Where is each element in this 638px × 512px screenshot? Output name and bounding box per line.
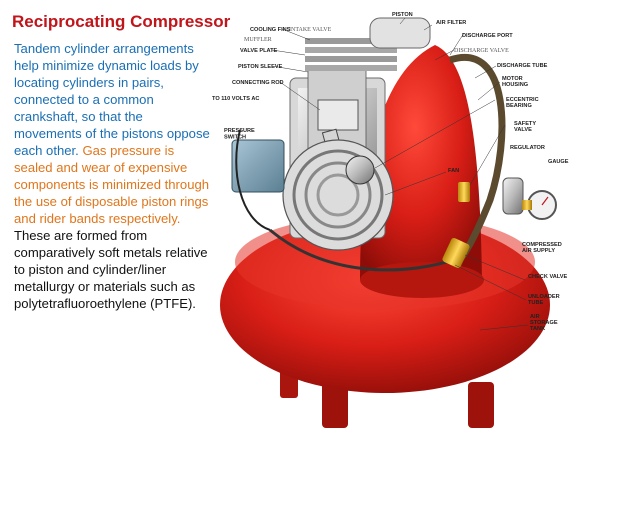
- label-air-storage-tank-line2: STORAGE: [530, 320, 558, 326]
- label-discharge-tube: DISCHARGE TUBE: [497, 63, 548, 69]
- label-piston: PISTON: [392, 12, 413, 18]
- paragraph-blue-text: Tandem cylinder arrangements help minimi…: [14, 41, 210, 158]
- label-unloader-tube: UNLOADER TUBE: [528, 294, 561, 306]
- label-eccentric-bearing-line1: ECCENTRIC: [506, 97, 539, 103]
- air-filter: [369, 17, 431, 49]
- label-regulator: REGULATOR: [510, 145, 545, 151]
- label-eccentric-bearing-line2: BEARING: [506, 103, 532, 109]
- label-safety-valve-line2: VALVE: [514, 127, 532, 133]
- label-compressed-air-supply: COMPRESSED AIR SUPPLY: [522, 242, 563, 254]
- tank-leg: [468, 382, 494, 428]
- label-gauge: GAUGE: [548, 159, 569, 165]
- label-compressed-air-supply-line2: AIR SUPPLY: [522, 248, 555, 254]
- paragraph-black-text: These are formed from comparatively soft…: [14, 228, 208, 311]
- label-connecting-rod: CONNECTING ROD: [232, 80, 284, 86]
- label-valve-plate: VALVE PLATE: [240, 48, 278, 54]
- label-cooling-fins: COOLING FINS: [250, 27, 291, 33]
- compressor-illustration: COOLING FINS INTAKE VALVE MUFFLER VALVE …: [212, 12, 569, 428]
- slide-title: Reciprocating Compressor: [12, 12, 231, 31]
- label-pressure-switch-line1: PRESSURE: [224, 128, 255, 134]
- label-eccentric-bearing: ECCENTRIC BEARING: [506, 97, 540, 109]
- label-fan: FAN: [448, 168, 459, 174]
- label-unloader-tube-line1: UNLOADER: [528, 294, 560, 300]
- label-to-110-volts: TO 110 VOLTS AC: [212, 96, 259, 102]
- safety-valve: [458, 182, 470, 202]
- compressed-air-supply: [522, 200, 532, 210]
- piston: [317, 99, 359, 131]
- label-discharge-port: DISCHARGE PORT: [462, 33, 513, 39]
- label-muffler: MUFFLER: [244, 37, 272, 43]
- label-pressure-switch: PRESSURE SWITCH: [224, 128, 256, 141]
- check-valve: [442, 237, 470, 269]
- eccentric-bearing: [345, 155, 375, 185]
- label-motor-housing-line1: MOTOR: [502, 76, 523, 82]
- label-air-filter: AIR FILTER: [436, 20, 466, 26]
- label-air-storage-tank-line1: AIR: [530, 314, 540, 320]
- label-piston-sleeve: PISTON SLEEVE: [238, 64, 283, 70]
- tank-leg: [322, 380, 348, 428]
- paragraph-orange-text: Gas pressure is sealed and wear of expen…: [14, 143, 210, 226]
- motor-housing: [360, 45, 482, 280]
- label-motor-housing: MOTOR HOUSING: [502, 76, 528, 88]
- fan: [282, 139, 394, 251]
- compressor-diagram: COOLING FINS INTAKE VALVE MUFFLER VALVE …: [210, 0, 638, 440]
- label-motor-housing-line2: HOUSING: [502, 82, 528, 88]
- label-safety-valve-line1: SAFETY: [514, 121, 536, 127]
- cooling-fins: [305, 38, 397, 71]
- label-discharge-valve: DISCHARGE VALVE: [454, 48, 509, 54]
- label-unloader-tube-line2: TUBE: [528, 300, 543, 306]
- label-compressed-air-supply-line1: COMPRESSED: [522, 242, 562, 248]
- label-check-valve: CHECK VALVE: [528, 274, 568, 280]
- body-paragraph: Tandem cylinder arrangements help minimi…: [14, 40, 214, 312]
- label-pressure-switch-line2: SWITCH: [224, 135, 246, 141]
- label-safety-valve: SAFETY VALVE: [514, 121, 538, 133]
- regulator: [502, 177, 524, 215]
- label-intake-valve: INTAKE VALVE: [289, 27, 332, 33]
- pressure-switch: [231, 139, 285, 193]
- label-air-storage-tank: AIR STORAGE TANK: [530, 314, 559, 332]
- label-air-storage-tank-line3: TANK: [530, 326, 545, 332]
- unloader-tube: [269, 228, 461, 272]
